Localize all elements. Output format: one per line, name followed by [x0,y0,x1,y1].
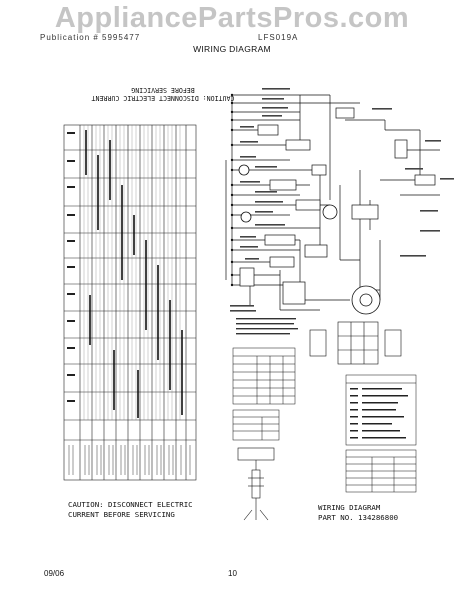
wiring-legend-table [345,374,417,446]
connector-table [309,321,402,365]
timer-chart-grid [83,125,181,420]
notes-block [236,318,298,335]
terminal-dots [230,93,234,287]
options-table [232,409,280,441]
model-number: LFS019A [258,33,299,42]
publication-number: Publication # 5995477 [40,33,141,42]
caution-bottom: CAUTION: DISCONNECT ELECTRIC CURRENT BEF… [68,500,193,520]
part-number-block: WIRING DIAGRAM PART NO. 134286800 [318,503,398,523]
timer-cycle-chart [63,124,197,481]
cycle-chart-table [345,449,417,493]
part-block-number: PART NO. 134286800 [318,513,399,522]
footer-date: 09/06 [44,569,65,578]
watermark-logo: AppliancePartsPros.com [54,2,410,34]
page-title: WIRING DIAGRAM [193,44,271,54]
motor-symbols [238,164,381,315]
schematic-components [239,107,436,305]
wiring-legend-symbols [350,388,408,439]
timer-chart-header-strip [68,445,191,475]
wire-label-marks [230,88,454,312]
part-block-title: WIRING DIAGRAM [318,503,381,512]
timer-chart-bars [85,130,183,418]
timer-chart-side-labels [67,132,75,402]
timer-motor-symbol [237,447,275,521]
caution-line-1: CAUTION: DISCONNECT ELECTRIC [68,500,193,509]
switch-table [232,347,296,405]
caution-line-2: CURRENT BEFORE SERVICING [68,510,175,519]
page-number: 10 [228,569,237,578]
